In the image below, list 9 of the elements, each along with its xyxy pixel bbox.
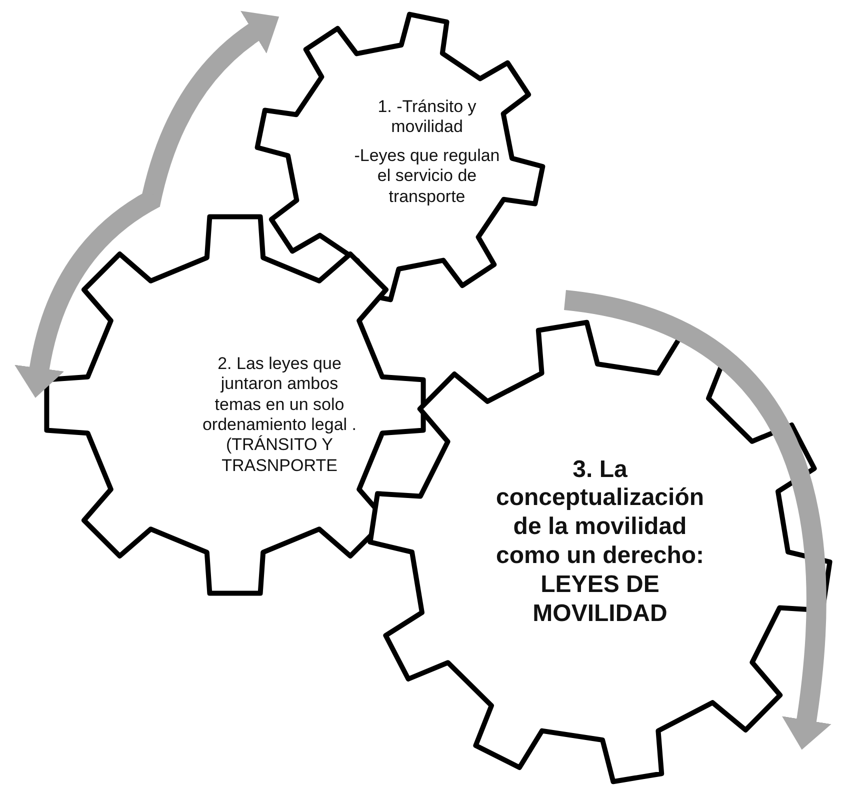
gear-label: 1. -Tránsito y movilidad (376, 97, 478, 138)
gear (254, 11, 546, 303)
curved-arrow (563, 290, 832, 750)
curved-arrow (140, 12, 279, 208)
gear-label: 2. Las leyes que juntaron ambos temas en un solo ordenamiento legal . (TRÁNSITO Y TRASNPORTE (201, 354, 358, 476)
gear-label: -Leyes que regulan el servicio de transporte (353, 146, 501, 207)
gear-label: 3. La conceptualización de la movilidad como un derecho: LEYES DE MOVILIDAD (494, 456, 706, 628)
gear (42, 212, 428, 598)
gear (367, 319, 833, 785)
